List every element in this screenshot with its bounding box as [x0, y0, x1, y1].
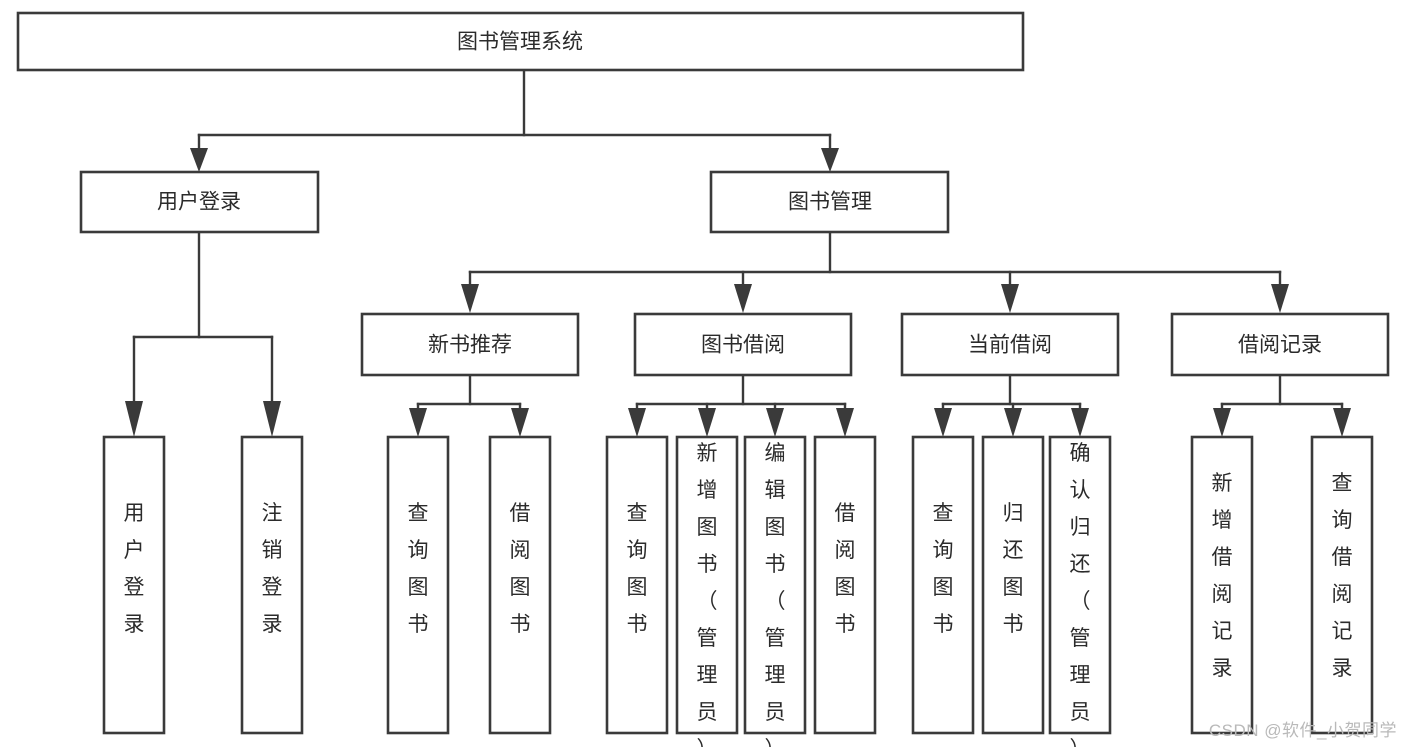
arrow-head-icon — [1004, 408, 1022, 437]
node-current-borrow[interactable]: 当前借阅 — [900, 312, 1120, 377]
node-label: 用户登录 — [157, 191, 241, 214]
leaf-borrow-book[interactable]: 借阅图书 — [813, 435, 877, 735]
arrow-head-icon — [263, 401, 281, 437]
node-box[interactable] — [743, 435, 807, 735]
node-label: 注销登录 — [262, 502, 283, 636]
node-label: 图书管理系统 — [457, 31, 583, 54]
arrow-head-icon — [125, 401, 143, 437]
connector-group-borrow-record — [1213, 373, 1351, 437]
watermark-text: CSDN @软件_小贺同学 — [1208, 721, 1397, 740]
node-box[interactable] — [911, 435, 975, 735]
arrow-head-icon — [1271, 284, 1289, 313]
leaf-logout[interactable]: 注销登录 — [240, 435, 304, 735]
node-label: 借阅记录 — [1238, 334, 1322, 357]
node-user-login[interactable]: 用户登录 — [79, 170, 320, 234]
connector-group-current-borrow — [934, 373, 1089, 437]
leaf-add-borrow-record[interactable]: 新增借阅记录 — [1190, 435, 1254, 735]
node-box[interactable] — [240, 435, 304, 735]
node-box[interactable] — [79, 170, 320, 234]
node-box[interactable] — [900, 312, 1120, 377]
arrow-head-icon — [698, 408, 716, 437]
node-box[interactable] — [1190, 435, 1254, 735]
node-label: 图书借阅 — [701, 334, 785, 357]
node-box[interactable] — [102, 435, 166, 735]
node-label: 用户登录 — [124, 502, 145, 636]
node-box[interactable] — [675, 435, 739, 735]
node-label: 新书推荐 — [428, 334, 512, 357]
connector-group-user-login — [125, 230, 281, 437]
arrow-head-icon — [628, 408, 646, 437]
node-box[interactable] — [981, 435, 1045, 735]
node-box[interactable] — [1170, 312, 1390, 377]
node-label: 借阅图书 — [835, 502, 856, 636]
arrow-head-icon — [1333, 408, 1351, 437]
arrow-head-icon — [190, 148, 208, 172]
leaf-user-login[interactable]: 用户登录 — [102, 435, 166, 735]
leaf-confirm-return-admin[interactable]: 确认归还（管理员） — [1048, 435, 1112, 747]
arrow-head-icon — [821, 148, 839, 172]
arrow-head-icon — [766, 408, 784, 437]
node-book-borrow[interactable]: 图书借阅 — [633, 312, 853, 377]
leaf-query-borrow-record[interactable]: 查询借阅记录 — [1310, 435, 1374, 735]
node-box[interactable] — [488, 435, 552, 735]
node-label: 确认归还（管理员） — [1070, 442, 1091, 747]
node-label: 新增图书（管理员） — [697, 442, 718, 747]
arrow-head-icon — [934, 408, 952, 437]
node-label: 查询图书 — [408, 502, 429, 636]
arrow-head-icon — [734, 284, 752, 313]
node-label: 借阅图书 — [510, 502, 531, 636]
node-box[interactable] — [633, 312, 853, 377]
arrow-head-icon — [1213, 408, 1231, 437]
connector-group-new-book — [409, 373, 529, 437]
node-root-system[interactable]: 图书管理系统 — [16, 11, 1025, 72]
node-label: 查询图书 — [627, 502, 648, 636]
node-box[interactable] — [16, 11, 1025, 72]
node-label: 查询图书 — [933, 502, 954, 636]
node-box[interactable] — [1310, 435, 1374, 735]
leaf-add-book-admin[interactable]: 新增图书（管理员） — [675, 435, 739, 747]
leaf-query-book[interactable]: 查询图书 — [605, 435, 669, 735]
node-box[interactable] — [360, 312, 580, 377]
node-box[interactable] — [386, 435, 450, 735]
arrow-head-icon — [461, 284, 479, 313]
connector-group-book-borrow — [628, 373, 854, 437]
node-box[interactable] — [605, 435, 669, 735]
node-label: 查询借阅记录 — [1332, 472, 1353, 680]
node-label: 新增借阅记录 — [1212, 472, 1233, 680]
node-label: 归还图书 — [1003, 502, 1024, 636]
leaf-borrow-book-recommend[interactable]: 借阅图书 — [488, 435, 552, 735]
connector-group-book-mgmt — [461, 230, 1289, 313]
leaf-query-book-recommend[interactable]: 查询图书 — [386, 435, 450, 735]
leaf-edit-book-admin[interactable]: 编辑图书（管理员） — [743, 435, 807, 747]
arrow-head-icon — [511, 408, 529, 437]
node-label: 图书管理 — [788, 191, 872, 214]
node-box[interactable] — [709, 170, 950, 234]
arrow-head-icon — [1071, 408, 1089, 437]
leaf-query-book-current[interactable]: 查询图书 — [911, 435, 975, 735]
arrow-head-icon — [836, 408, 854, 437]
node-label: 当前借阅 — [968, 334, 1052, 357]
connector-group-root — [190, 68, 839, 172]
node-box[interactable] — [1048, 435, 1112, 735]
arrow-head-icon — [409, 408, 427, 437]
arrow-head-icon — [1001, 284, 1019, 313]
node-book-management[interactable]: 图书管理 — [709, 170, 950, 234]
node-new-book-recommend[interactable]: 新书推荐 — [360, 312, 580, 377]
node-box[interactable] — [813, 435, 877, 735]
node-label: 编辑图书（管理员） — [765, 442, 786, 747]
node-borrow-record[interactable]: 借阅记录 — [1170, 312, 1390, 377]
leaf-return-book[interactable]: 归还图书 — [981, 435, 1045, 735]
